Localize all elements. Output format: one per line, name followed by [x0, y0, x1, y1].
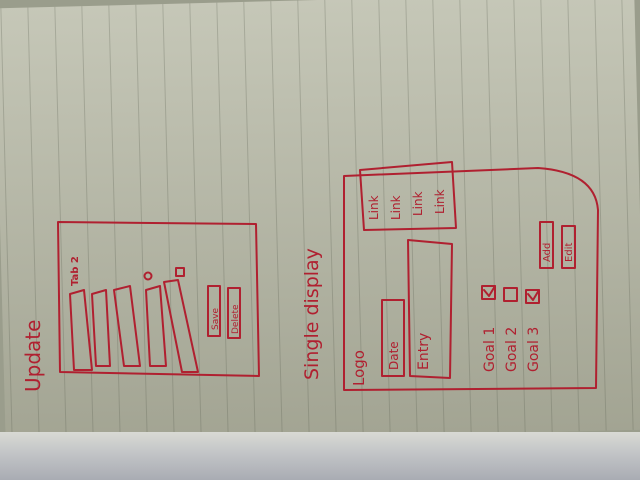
update-save-button[interactable]: Save [207, 285, 221, 337]
update-field[interactable] [163, 279, 199, 373]
nav-menu-frame [359, 161, 457, 231]
update-tab-label: Tab 2 [70, 256, 81, 286]
update-heading: Update [21, 320, 45, 392]
svg-text:Link: Link [433, 189, 447, 214]
single-display-heading: Single display [301, 248, 323, 380]
svg-text:Link: Link [389, 195, 403, 220]
single-display-sketch: Single display Logo Link Link Link Link … [301, 161, 599, 391]
single-display-frame [343, 167, 599, 391]
add-button[interactable]: Add [539, 221, 554, 269]
logo-label: Logo [350, 350, 368, 386]
update-toggles [143, 267, 185, 281]
update-field[interactable] [69, 289, 93, 371]
goal-item: Goal 1 [481, 285, 498, 372]
goal-label: Goal 1 [482, 327, 498, 372]
update-delete-label: Delete [231, 304, 241, 334]
entry-field[interactable]: Entry [407, 239, 453, 379]
update-fields [69, 279, 199, 373]
nav-menu: Link Link Link Link [359, 161, 457, 231]
update-sketch: Update Tab 2 Save Delete [21, 221, 260, 392]
notebook-page-edge [0, 432, 640, 480]
svg-text:Link: Link [411, 191, 425, 216]
update-save-label: Save [211, 307, 221, 330]
update-field[interactable] [113, 285, 141, 367]
edit-button[interactable]: Edit [561, 225, 576, 269]
update-field[interactable] [91, 289, 111, 367]
update-field[interactable] [145, 285, 167, 367]
date-field[interactable]: Date [381, 299, 405, 377]
update-frame [57, 221, 260, 377]
update-tab[interactable]: Tab 2 [70, 256, 81, 286]
goal-checkbox[interactable] [525, 289, 540, 304]
update-checkbox[interactable] [175, 267, 185, 277]
entry-label: Entry [416, 333, 432, 370]
goal-label: Goal 3 [526, 327, 542, 372]
goal-checkbox[interactable] [481, 285, 496, 300]
edit-button-label: Edit [564, 243, 575, 262]
date-field-label: Date [387, 341, 401, 370]
svg-text:Link: Link [367, 195, 381, 220]
goal-item: Goal 2 [503, 287, 520, 372]
update-delete-button[interactable]: Delete [227, 287, 241, 339]
goal-list: Goal 1 Goal 2 Goal 3 [481, 285, 542, 372]
add-button-label: Add [542, 243, 553, 262]
nav-link[interactable]: Link [433, 189, 447, 214]
nav-link[interactable]: Link [389, 195, 403, 220]
nav-link[interactable]: Link [367, 195, 381, 220]
goal-label: Goal 2 [504, 327, 520, 372]
goal-checkbox[interactable] [503, 287, 518, 302]
goal-item: Goal 3 [525, 289, 542, 372]
nav-link[interactable]: Link [411, 191, 425, 216]
update-radio[interactable] [143, 271, 153, 281]
